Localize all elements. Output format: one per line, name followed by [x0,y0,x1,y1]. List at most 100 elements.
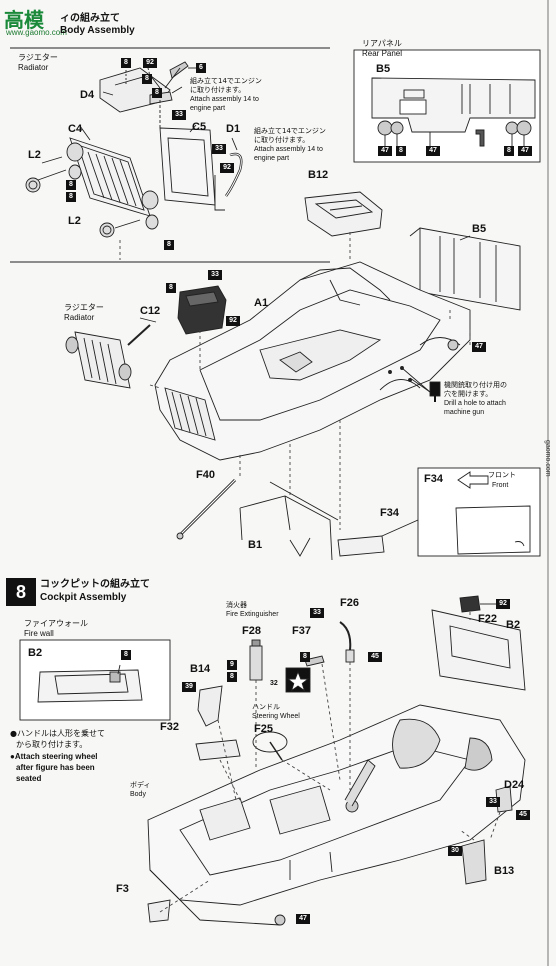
num-tag: 92 [496,599,510,609]
radiator-c12-drawing [65,317,157,389]
part-f34: F34 [380,507,399,519]
front-en: Front [492,482,509,489]
part-f25: F25 [254,723,273,735]
firewall-en: Fire wall [24,629,54,638]
part-b12: B12 [308,169,329,181]
num-tag: 92 [143,58,157,68]
rear-panel-jp: リアパネル [362,39,402,48]
part-b5: B5 [472,223,487,235]
note-en-b: after figure has been [16,763,95,772]
extinguisher-drawing [249,645,263,681]
num-tag: 33 [212,144,226,154]
steering-en: Steering Wheel [252,713,300,720]
front-detail-panel [455,505,531,555]
rod-f40 [176,478,237,540]
step8-title-en: Cockpit Assembly [40,592,127,603]
num-tag: 39 [182,682,196,692]
part-d24: D24 [504,779,525,791]
num-tag: 33 [208,270,222,280]
num-tag: 8 [396,146,406,156]
watermark-side: gaomo.com [544,440,551,477]
extinguisher-jp: 消火器 [226,601,247,609]
step7-title-jp: ィの組み立て [60,13,120,24]
num-tag: 8 [300,652,310,662]
part-b14: B14 [190,663,211,675]
seat-b14-drawing [197,685,223,727]
bumper-b1 [239,481,339,561]
front-arrow-icon [457,471,489,489]
front-jp: フロント [488,471,516,479]
body-jp: ボディ [130,781,151,789]
firewall-jp: ファイアウォール [24,619,88,628]
part-f37: F37 [292,625,311,637]
num-32: 32 [270,680,278,687]
mg-jp-b: 穴を開けます。 [444,390,493,398]
rear-panel-b5 [409,227,521,311]
body-en: Body [130,791,146,798]
num-tag: 8 [166,283,176,293]
num-tag: 8 [164,240,174,250]
note2-en-a: Attach assembly 14 to [254,146,323,153]
part-b13: B13 [494,865,515,877]
front-part: F34 [424,473,443,485]
note1-jp-b: に取り付けます。 [190,86,246,94]
num-tag: 92 [220,163,234,173]
num-tag: 8 [227,672,237,682]
mg-en-a: Drill a hole to attach [444,400,506,407]
steering-jp: ハンドル [252,703,280,711]
watermark-site: www.gaomo.com [6,28,67,37]
num-tag: 45 [368,652,382,662]
extinguisher-en: Fire Extinguisher [226,611,279,618]
part-c4: C4 [68,123,83,135]
num-tag: 45 [516,810,530,820]
steering-wheel-drawing [252,731,288,753]
part-f22-drawing [459,595,481,613]
radiator2-jp: ラジエター [64,303,104,312]
num-tag: 9 [227,660,237,670]
num-tag: 47 [378,146,392,156]
part-f26-drawing [339,621,352,651]
num-tag: 8 [66,180,76,190]
step8-number: 8 [6,578,36,606]
rear-panel-drawing [371,77,536,147]
note-en-c: seated [16,774,42,783]
part-f32: F32 [160,721,179,733]
note2-jp-b: に取り付けます。 [254,136,310,144]
firewall-b2-drawing [431,609,526,691]
num-tag: 47 [518,146,532,156]
num-tag: 6 [196,63,206,73]
main-body-a1 [154,261,471,461]
num-tag: 8 [121,650,131,660]
part-f40: F40 [196,469,215,481]
part-c12: C12 [140,305,161,317]
part-d1: D1 [226,123,241,135]
note2-en-b: engine part [254,155,290,162]
radiator-label-en: Radiator [18,63,49,72]
num-tag: 8 [121,58,131,68]
note-jp-b: から取り付けます。 [16,740,88,749]
seat-box-b12 [304,191,383,237]
part-c5: C5 [192,121,207,133]
part-d4: D4 [80,89,95,101]
step8-title-jp: コックピットの組み立て [40,579,150,590]
num-tag: 8 [504,146,514,156]
num-tag: 33 [486,797,500,807]
radiator-label-jp: ラジエター [18,53,58,62]
num-tag: 8 [152,88,162,98]
part-b1: B1 [248,539,263,551]
num-tag: 8 [142,74,152,84]
note-jp-a: ●ハンドルは人形を乗せて [10,729,105,738]
radiator2-en: Radiator [64,313,95,322]
num-tag: 92 [226,316,240,326]
part-f26: F26 [340,597,359,609]
firewall-part: B2 [28,647,43,659]
tray-f34 [337,535,385,557]
watermark-logo: 高模 [4,8,44,32]
drill-icon [429,381,441,397]
rear-panel-en: Rear Panel [362,49,403,58]
step7-title-en: Body Assembly [60,25,135,36]
note-en-a: ●Attach steering wheel [10,752,98,761]
num-tag: 47 [296,914,310,924]
